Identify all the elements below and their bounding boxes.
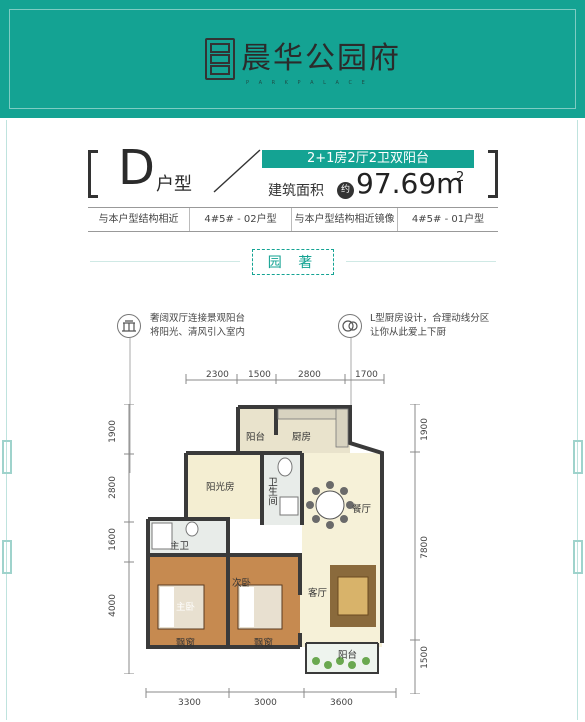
room-label: 厨房	[292, 432, 312, 443]
feature-text-balcony: 奢阔双厅连接景观阳台 将阳光、清风引入室内	[150, 312, 245, 340]
room-label: 主卫	[170, 541, 190, 552]
similar-cell: 4#5# - 01户型	[411, 214, 485, 225]
header-band: 晨华公园府 P A R K P A L A C E	[0, 0, 585, 118]
feature-leader-line	[350, 338, 352, 408]
right-border-ornament	[577, 120, 585, 720]
title-bracket-right	[488, 150, 498, 198]
room-label: 主卧	[176, 602, 196, 613]
room-label: 餐厅	[352, 504, 372, 515]
section-line-right	[346, 261, 496, 262]
header-frame	[9, 9, 576, 109]
title-bracket-left	[88, 150, 98, 198]
dim-left: 2800	[108, 476, 118, 499]
right-border-knot-icon	[573, 540, 583, 574]
rooms-banner: 2+1房2厅2卫双阳台	[262, 150, 474, 168]
feature-text-kitchen: L型厨房设计，合理动线分区 让你从此爱上下厨	[370, 312, 489, 340]
dim-left: 4000	[108, 594, 118, 617]
logo-subtitle: P A R K P A L A C E	[246, 80, 369, 86]
room-label: 阳台	[246, 432, 266, 443]
area-approx-badge: 约	[337, 182, 354, 199]
room-label: 飘窗	[176, 638, 196, 649]
kitchen-icon	[338, 314, 362, 338]
title-divider-slash	[213, 149, 261, 193]
room-label: 次卧	[232, 578, 252, 589]
dim-right: 1500	[420, 646, 430, 669]
right-border-knot-icon	[573, 440, 583, 474]
room-label: 阳光房	[206, 482, 235, 493]
dim-bottom: 3300	[178, 698, 201, 708]
feature-line: 让你从此爱上下厨	[370, 327, 447, 338]
dimension-line-left	[124, 404, 134, 674]
left-border-knot-icon	[2, 440, 12, 474]
floor-plan-drawing	[146, 405, 384, 674]
area-value: 97.69m	[356, 167, 464, 200]
area-label: 建筑面积	[268, 183, 324, 199]
unit-letter: D	[118, 140, 155, 196]
floor-plan: 阳台 厨房 阳光房 卫生间 餐厅 主卫 主卧 次卧 客厅 飘窗 飘窗 阳台	[140, 395, 400, 680]
feature-line: 奢阔双厅连接景观阳台	[150, 313, 246, 324]
dim-right: 7800	[420, 536, 430, 559]
dim-left: 1600	[108, 528, 118, 551]
room-label: 卫生间	[266, 477, 277, 506]
room-label: 飘窗	[254, 638, 274, 649]
area-unit-superscript: 2	[456, 170, 465, 185]
dim-top: 1500	[248, 370, 271, 380]
dim-top: 1700	[355, 370, 378, 380]
dim-left: 1900	[108, 420, 118, 443]
logo-seal-icon	[205, 38, 235, 80]
similar-cell: 与本户型结构相近镜像	[292, 208, 398, 231]
dim-bottom: 3000	[254, 698, 277, 708]
similar-cell: 与本户型结构相近	[88, 208, 190, 231]
dim-bottom: 3600	[330, 698, 353, 708]
balcony-icon	[117, 314, 141, 338]
logo-text: 晨华公园府	[241, 41, 401, 76]
room-label: 阳台	[338, 650, 358, 661]
dimension-line-top	[185, 374, 385, 384]
similar-units-row: 与本户型结构相近 4#5# - 02户型 与本户型结构相近镜像 4#5# - 0…	[88, 207, 498, 232]
similar-cell: 4#5# - 02户型	[190, 208, 292, 231]
room-label: 客厅	[308, 588, 328, 599]
section-title-text: 园 著	[267, 255, 319, 271]
dimension-line-right	[410, 404, 420, 694]
left-border-knot-icon	[2, 540, 12, 574]
unit-type-label: 户型	[156, 174, 192, 195]
feature-line: L型厨房设计，合理动线分区	[370, 313, 490, 324]
left-border-ornament	[6, 120, 14, 720]
dim-right: 1900	[420, 418, 430, 441]
dim-top: 2300	[206, 370, 229, 380]
feature-leader-line	[129, 338, 131, 473]
section-line-left	[90, 261, 240, 262]
feature-line: 将阳光、清风引入室内	[150, 327, 246, 338]
dimension-line-bottom	[145, 688, 397, 698]
dim-top: 2800	[298, 370, 321, 380]
section-title: 园 著	[252, 249, 334, 275]
logo: 晨华公园府	[205, 36, 401, 82]
